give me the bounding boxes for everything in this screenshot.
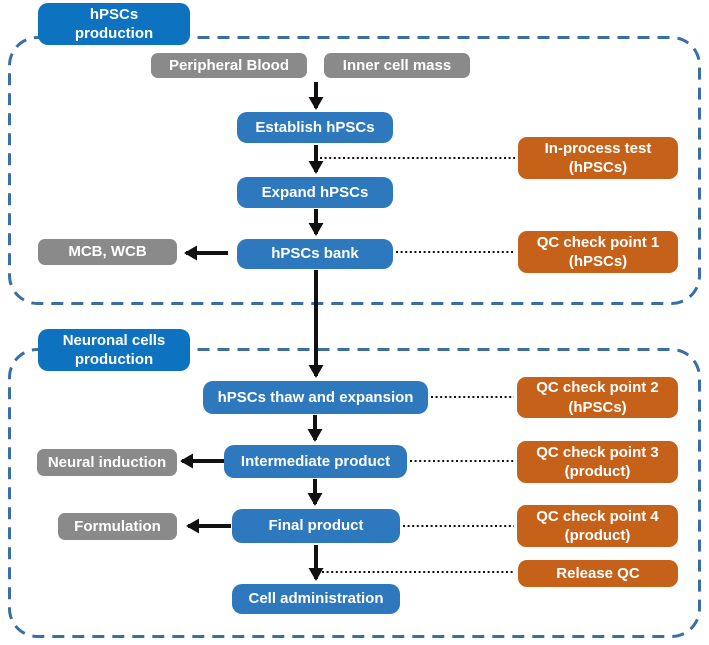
node-neural-induction: Neural induction xyxy=(37,449,177,476)
node-hpscs-thaw-and-expansion: hPSCs thaw and expansion xyxy=(203,381,428,414)
section-border-hpscs-production xyxy=(8,36,701,305)
node-inner-cell-mass: Inner cell mass xyxy=(324,53,470,78)
node-hpscs-bank: hPSCs bank xyxy=(237,239,393,269)
node-formulation: Formulation xyxy=(58,513,177,540)
node-release-qc: Release QC xyxy=(518,560,678,587)
node-qc-check-point-1: QC check point 1 (hPSCs) xyxy=(518,231,678,273)
node-intermediate-product: Intermediate product xyxy=(224,445,407,478)
section-label-neuronal-production: Neuronal cells production xyxy=(38,329,190,371)
node-peripheral-blood: Peripheral Blood xyxy=(151,53,307,78)
node-cell-administration: Cell administration xyxy=(232,584,400,614)
node-expand-hpscs: Expand hPSCs xyxy=(237,177,393,208)
node-in-process-test: In-process test (hPSCs) xyxy=(518,137,678,179)
node-establish-hpscs: Establish hPSCs xyxy=(237,112,393,143)
node-final-product: Final product xyxy=(232,509,400,543)
section-label-hpscs-production: hPSCs production xyxy=(38,3,190,45)
section-border-neuronal-production xyxy=(8,348,701,638)
node-mcb-wcb: MCB, WCB xyxy=(38,239,177,265)
node-qc-check-point-4: QC check point 4 (product) xyxy=(517,505,678,547)
node-qc-check-point-3: QC check point 3 (product) xyxy=(517,441,678,483)
node-qc-check-point-2: QC check point 2 (hPSCs) xyxy=(517,377,678,418)
